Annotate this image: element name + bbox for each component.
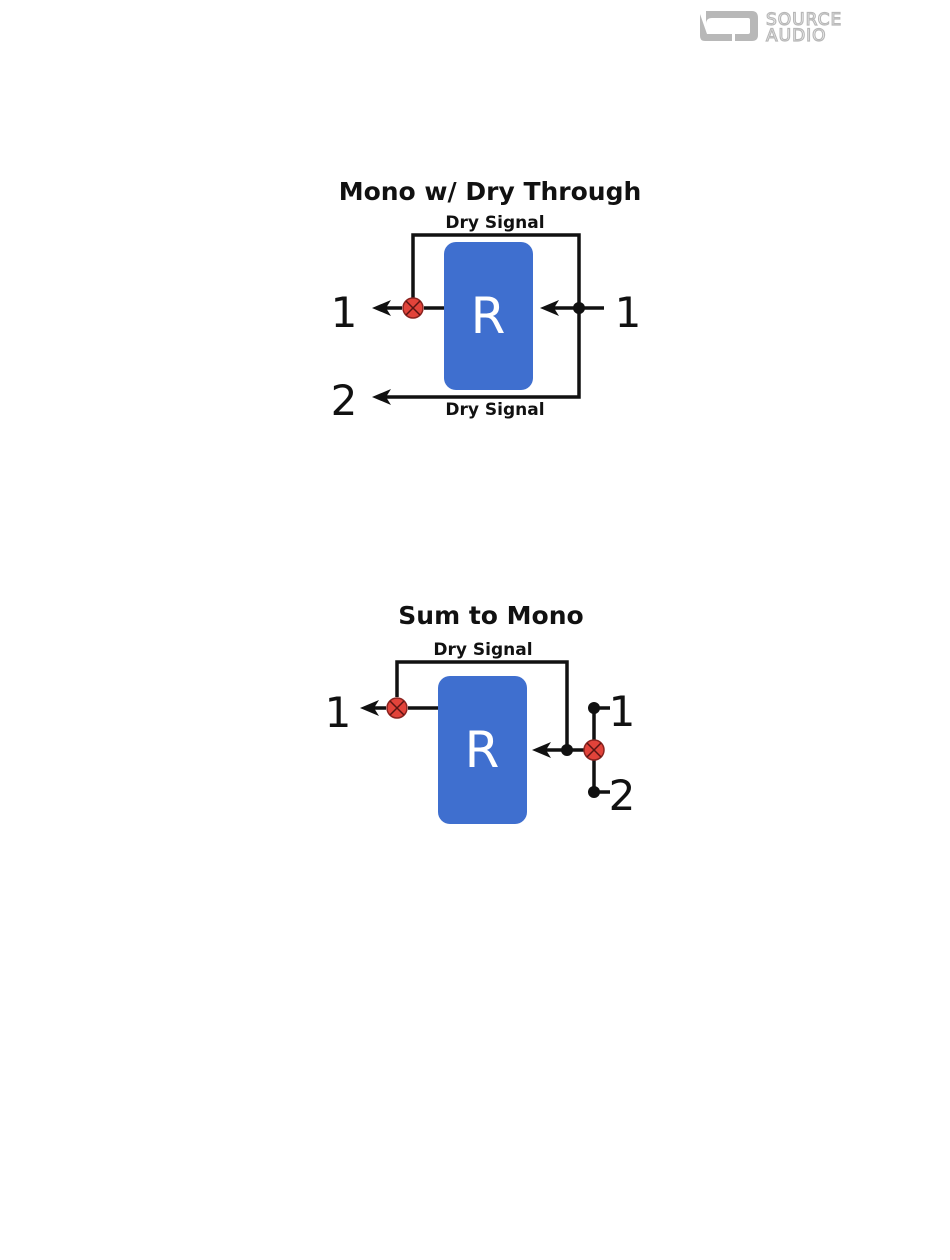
output-2-label: 2 xyxy=(331,376,358,425)
diagram1-dry-label-bottom: Dry Signal xyxy=(445,400,544,420)
split-node xyxy=(573,302,585,314)
input-2-label-2: 2 xyxy=(609,771,636,820)
input-1-label: 1 xyxy=(615,288,642,337)
output-summing-node-icon xyxy=(387,698,407,718)
input-2-node xyxy=(588,786,600,798)
effect-block-2-label: R xyxy=(465,721,500,779)
input-1-node xyxy=(588,702,600,714)
diagram-mono-dry-through: Mono w/ Dry Through Dry Signal R 1 2 1 D… xyxy=(331,177,642,425)
diagram-sum-to-mono: Sum to Mono Dry Signal R 1 1 xyxy=(325,601,636,824)
output-1-label-2: 1 xyxy=(325,688,352,737)
split-node-2 xyxy=(561,744,573,756)
effect-block-label: R xyxy=(471,287,506,345)
output-1-label: 1 xyxy=(331,288,358,337)
summing-node-icon xyxy=(403,298,423,318)
diagram2-dry-label: Dry Signal xyxy=(433,640,532,660)
diagram1-dry-label-top: Dry Signal xyxy=(445,213,544,233)
input-1-label-2: 1 xyxy=(609,687,636,736)
input-summing-node-icon xyxy=(584,740,604,760)
diagram2-title: Sum to Mono xyxy=(398,601,583,630)
diagram1-title: Mono w/ Dry Through xyxy=(339,177,642,206)
